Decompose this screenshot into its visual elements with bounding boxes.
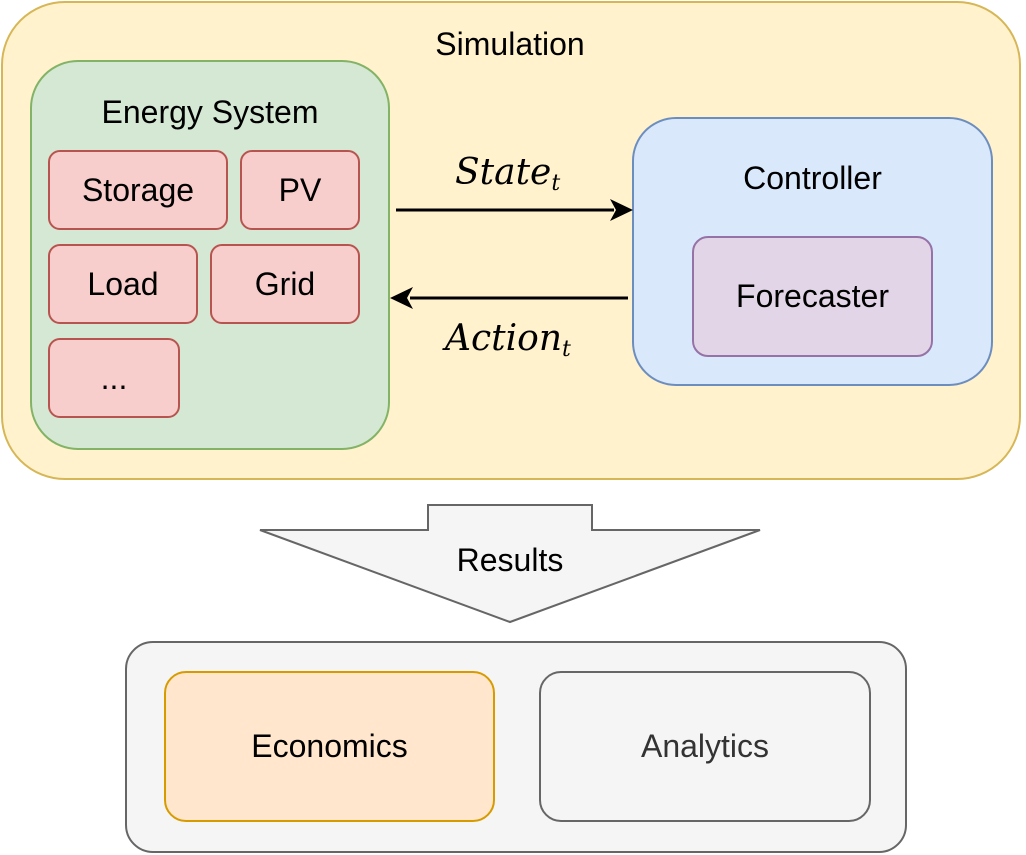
action-label: Actiont [445,318,571,362]
pv-component: PV [240,150,360,230]
state-arrow-head [610,199,633,221]
controller-title: Controller [743,160,882,196]
analytics-box: Analytics [539,671,871,822]
results-arrow [259,504,761,624]
economics-box: Economics [164,671,495,822]
results-label: Results [456,542,564,578]
state-label: Statet [455,152,561,196]
action-arrow-head [390,287,413,309]
simulation-title: Simulation [435,26,585,62]
load-component: Load [48,244,198,324]
grid-component: Grid [210,244,360,324]
forecaster-component: Forecaster [692,236,933,357]
energy-system-title: Energy System [101,94,319,130]
more-components: ... [48,338,180,418]
storage-component: Storage [48,150,228,230]
